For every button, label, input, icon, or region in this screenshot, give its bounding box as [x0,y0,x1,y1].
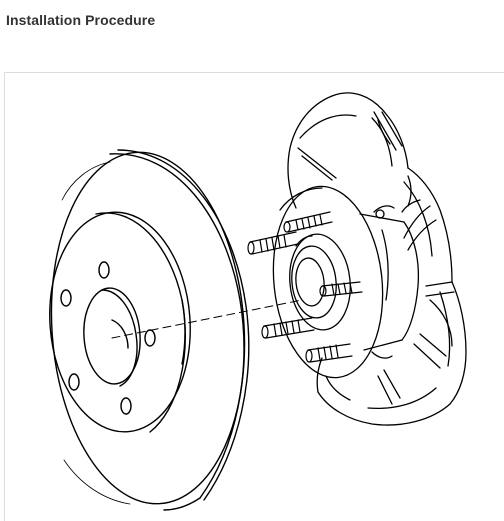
wheel-studs [247,211,363,363]
alignment-centerline [111,299,303,339]
illustration-frame [4,72,504,521]
brake-rotor [49,149,250,511]
wheel-hub [272,185,420,379]
section-title: Installation Procedure [6,12,156,28]
backing-plate [287,92,467,426]
